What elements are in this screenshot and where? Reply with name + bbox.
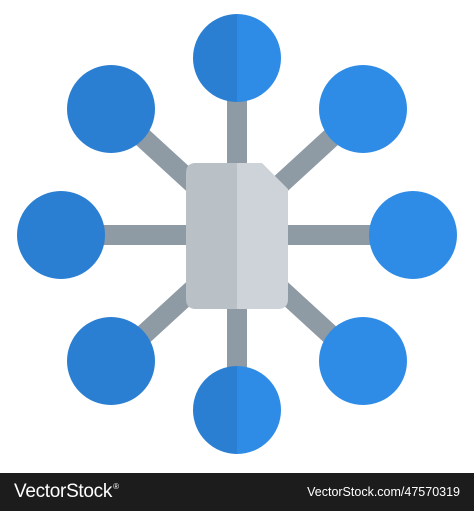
node-top-right bbox=[319, 65, 407, 153]
connector-bottom bbox=[227, 300, 247, 380]
network-hub-icon bbox=[17, 14, 457, 454]
brand-logo: VectorStock® bbox=[14, 481, 119, 503]
connector-top bbox=[227, 95, 247, 175]
connector-top-right bbox=[267, 127, 341, 198]
watermark-footer: VectorStock® VectorStock.com/47570319 bbox=[0, 473, 474, 511]
brand-name: VectorStock bbox=[14, 481, 113, 502]
connector-lines bbox=[100, 95, 375, 380]
node-top bbox=[193, 14, 281, 102]
node-bottom bbox=[193, 366, 281, 454]
connector-left bbox=[100, 225, 190, 245]
node-bottom-left bbox=[67, 317, 155, 405]
node-left bbox=[17, 191, 105, 279]
node-right bbox=[369, 191, 457, 279]
image-id-text: VectorStock.com/47570319 bbox=[307, 485, 460, 499]
center-document bbox=[186, 163, 288, 309]
connector-right bbox=[285, 225, 375, 245]
node-top-left bbox=[67, 65, 155, 153]
registered-mark: ® bbox=[113, 481, 119, 491]
node-bottom-right bbox=[319, 317, 407, 405]
